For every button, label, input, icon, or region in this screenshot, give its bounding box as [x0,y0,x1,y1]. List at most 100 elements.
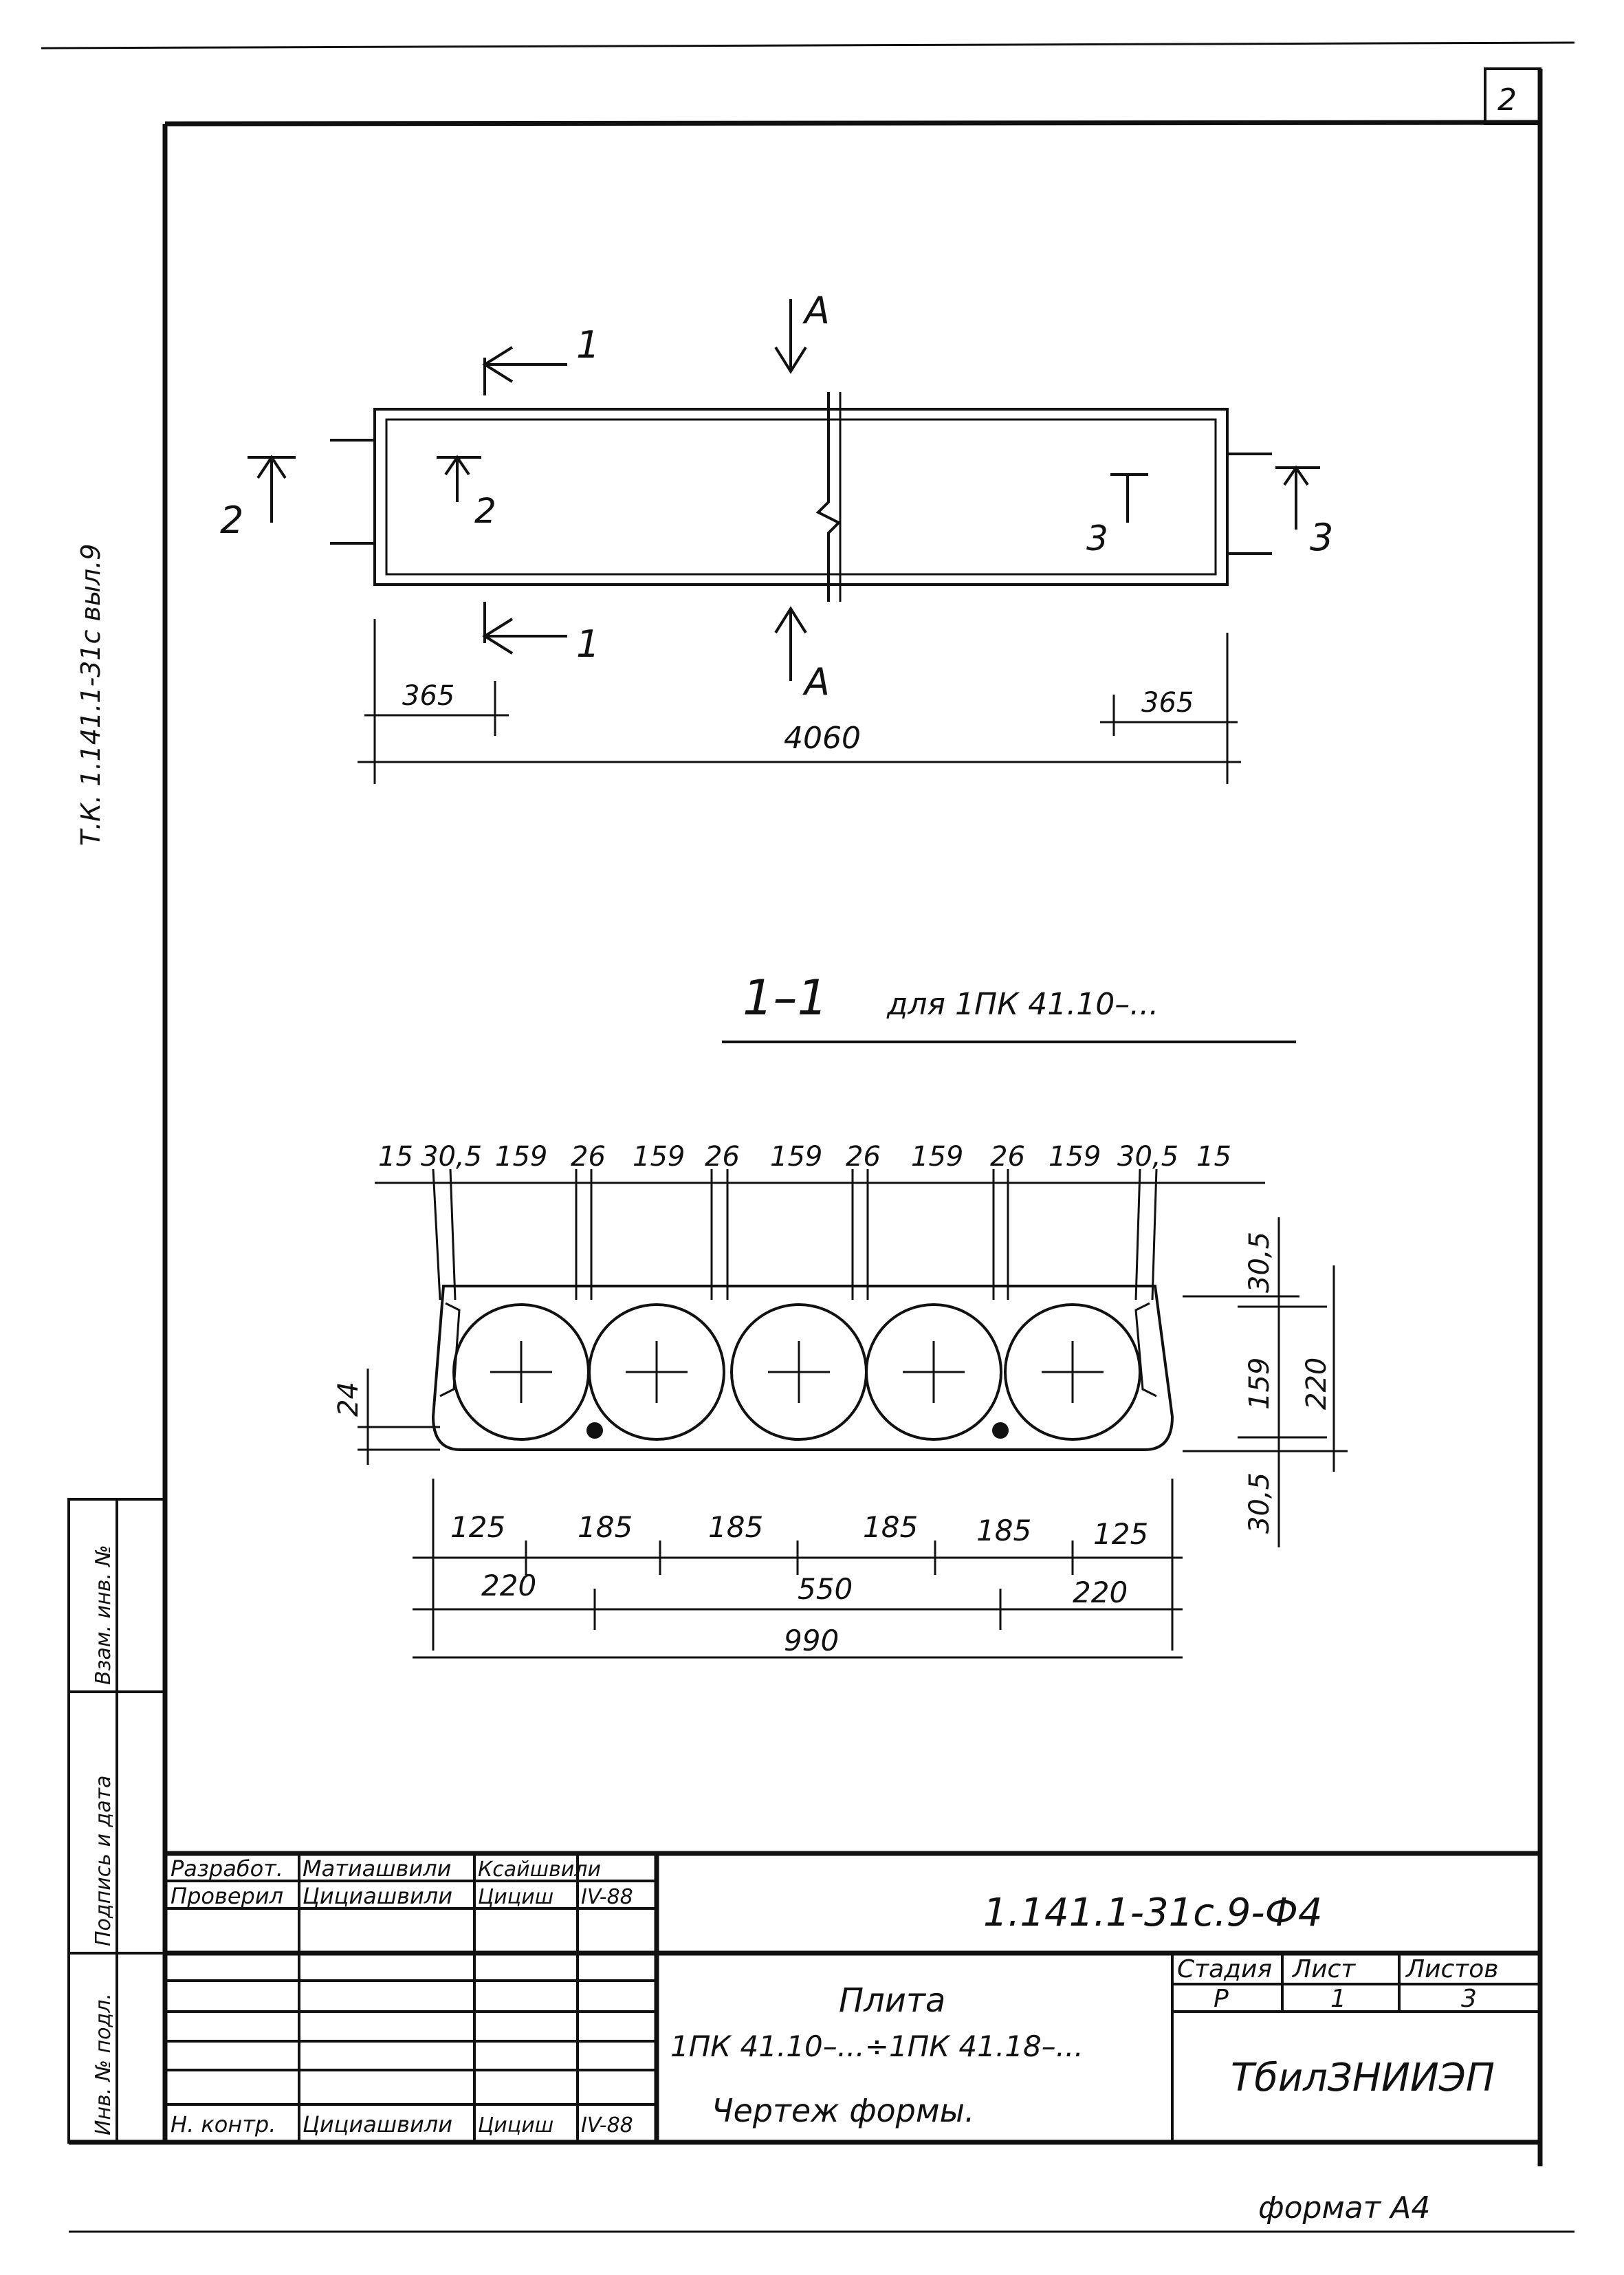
bdim-ticks [525,1541,1074,1630]
frame-top [164,120,1541,127]
cutA-top-head [774,346,807,374]
tb-organization: ТбилЗНИИЭП [1231,2056,1495,2100]
void-4 [865,1303,1002,1441]
top-dim-159-4: 159 [911,1141,963,1173]
cut1-bottom-head [482,618,514,655]
rebar-dot-1 [586,1422,603,1439]
side-label: Т.К. 1.141.1-31с выл.9 [76,544,106,846]
bdim-220-left: 220 [481,1569,536,1602]
void-2-cross [626,1341,688,1403]
bdim-125-right: 125 [1093,1517,1148,1551]
cut2-label-outer: 2 [220,499,243,542]
cutA-label-bottom: А [802,660,830,704]
top-dim-15-right: 15 [1196,1141,1231,1173]
tb-name-razrab: Матиашвили [303,1855,451,1882]
bdim-185-2: 185 [708,1510,763,1544]
bdim-990: 990 [784,1624,839,1657]
tb-role-prover: Проверил [171,1883,283,1909]
cut1-label-top: 1 [576,323,600,367]
sidebar-sign-date: Подпись и дата [91,1776,116,1947]
bdim-185-4: 185 [976,1514,1031,1547]
cut1-label-bottom: 1 [576,622,600,666]
section-voids [452,1303,1141,1441]
tb-doc-code: 1.141.1-31с.9-Ф4 [983,1891,1322,1935]
tb-role-nkontr: Н. контр. [171,2111,276,2137]
stamp-sidebar: Взам. инв. № Подпись и дата Инв. № подл. [67,1498,166,2144]
rdim-305-bottom: 30,5 [1244,1472,1275,1534]
break-line [815,392,842,602]
bdim-220-right: 220 [1073,1576,1128,1609]
tb-title-line-2: 1ПК 41.10–...÷1ПК 41.18–... [670,2029,1084,2063]
bdim-185-3: 185 [863,1510,918,1544]
rdim-159: 159 [1244,1358,1275,1410]
void-5 [1004,1303,1141,1441]
top-dim-305-right: 30,5 [1117,1141,1178,1173]
top-dim-extensions [432,1168,1158,1300]
bdim-125-left: 125 [450,1510,505,1544]
cutA-label-top: А [802,289,830,332]
top-dim-159-1: 159 [495,1141,547,1173]
section-subtitle: для 1ПК 41.10–... [886,987,1159,1022]
rebar-dot-2 [992,1422,1009,1439]
top-dim-159-5: 159 [1049,1141,1101,1173]
tb-sheets-value: 3 [1461,1985,1477,2013]
bdim-185-1: 185 [578,1510,633,1544]
cut2i-head [444,455,470,476]
section-title: 1–1 [743,970,828,1026]
void-2 [588,1303,725,1441]
top-dim-159-3: 159 [770,1141,822,1173]
tb-sheet-header: Лист [1291,1955,1356,1983]
dim-365-right: 365 [1141,687,1194,719]
cut3-label-inner: 3 [1086,519,1108,558]
rdim-305-top: 30,5 [1244,1232,1275,1293]
tb-name-prover: Цициашвили [303,1883,452,1909]
format-label: формат А4 [1258,2190,1430,2225]
top-dim-26-1: 26 [571,1141,606,1173]
dim-24: 24 [333,1382,364,1417]
top-edge-line [41,41,1575,50]
slab-outline-inner [385,418,1217,576]
tb-role-razrab: Разработ. [171,1855,283,1882]
tb-title-line-3: Чертеж формы. [712,2092,975,2129]
top-dim-26-4: 26 [990,1141,1025,1173]
void-4-cross [903,1341,965,1403]
section-outline [431,1285,1174,1451]
top-dim-305-left: 30,5 [421,1141,482,1173]
cut2-label-inner: 2 [474,491,496,531]
dim-4060: 4060 [784,721,861,756]
cut1-top-head [482,346,514,383]
void-5-cross [1042,1341,1104,1403]
bdim-550: 550 [798,1572,853,1606]
plan-view: 1 1 А А 2 2 3 3 365 [220,289,1333,784]
top-dim-26-3: 26 [846,1141,881,1173]
tb-name-nkontr: Цициашвили [303,2111,452,2137]
cutA-bottom-head [774,606,807,634]
void-3-cross [768,1341,830,1403]
rdim-220: 220 [1301,1358,1332,1410]
tb-stage-value: Р [1214,1985,1229,2013]
slab-outline-outer [373,408,1229,586]
tb-stage-header: Стадия [1177,1955,1272,1983]
cut3-head [1283,465,1309,486]
void-1-cross [490,1341,552,1403]
tb-sign-prover: Цициш [478,1885,553,1909]
title-block: Разработ. Матиашвили Ксайшвили Проверил … [165,1851,1540,2142]
tb-sheets-header: Листов [1405,1955,1498,1983]
sidebar-inv-zam: Взам. инв. № [91,1545,116,1685]
tb-date-nkontr: IV-88 [581,2113,633,2137]
tb-date-prover: IV-88 [581,1885,633,1909]
section-right-chamfer [1134,1302,1157,1397]
dim-365-left: 365 [402,680,454,712]
tb-sheet-value: 1 [1330,1985,1346,2013]
cut3-label-outer: 3 [1310,516,1333,559]
cut2-head [256,455,287,479]
tb-title-line-1: Плита [839,1981,945,2020]
top-dim-26-2: 26 [705,1141,740,1173]
top-dim-15-left: 15 [378,1141,413,1173]
sheet-number-box [1484,67,1541,125]
section-view: 1–1 для 1ПК 41.10–... 15 30,5 159 26 159… [333,970,1348,1659]
tb-sign-nkontr: Цициш [478,2113,553,2137]
tb-sign-razrab: Ксайшвили [478,1858,601,1882]
sheet-number: 2 [1497,83,1517,118]
